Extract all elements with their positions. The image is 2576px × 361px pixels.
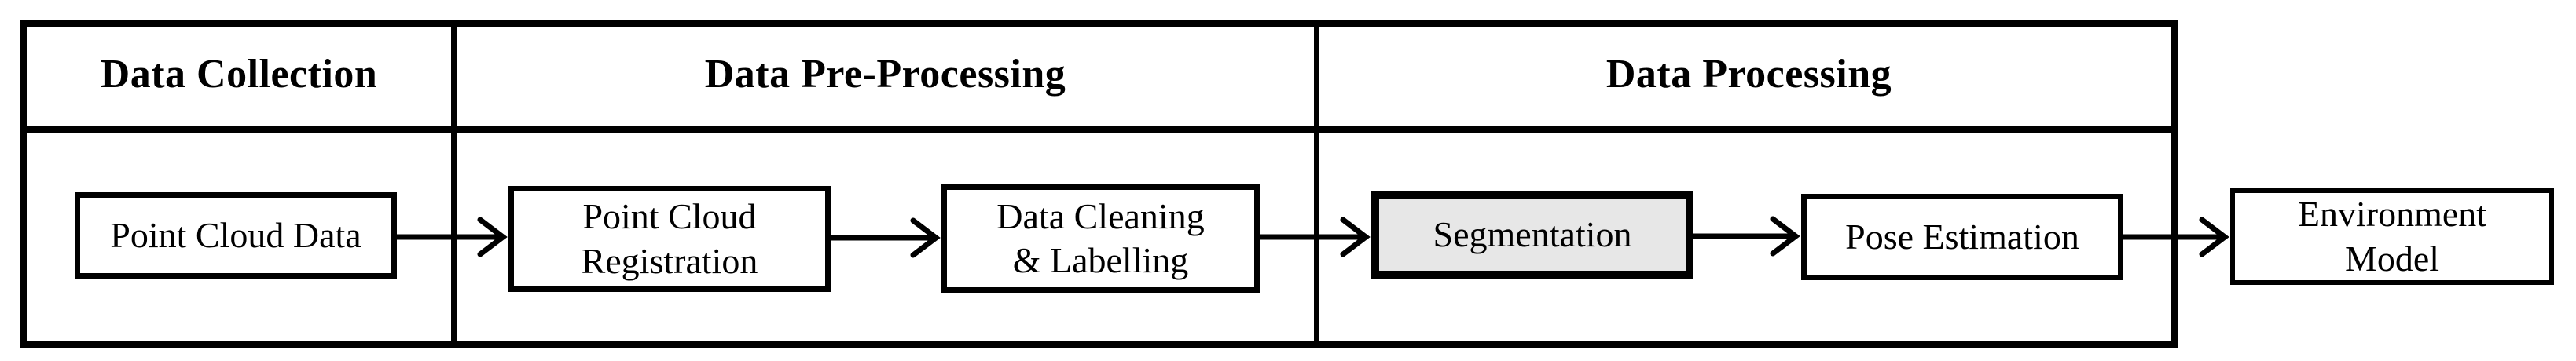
- node-segmentation: Segmentation: [1371, 191, 1693, 279]
- lane-header-data-processing: Data Processing: [1605, 52, 1892, 97]
- header-separator-line: [20, 126, 2178, 133]
- node-environment-model: Environment Model: [2230, 188, 2554, 285]
- node-label-line: Model: [2344, 238, 2440, 279]
- node-label-line: Pose Estimation: [1845, 216, 2079, 257]
- node-label-line: Point Cloud Data: [110, 214, 361, 255]
- node-label-line: Point Cloud: [582, 196, 757, 237]
- node-point-cloud-registration: Point Cloud Registration: [508, 186, 831, 292]
- lane-divider-preprocessing-processing: [1314, 20, 1319, 348]
- node-label-line: Segmentation: [1433, 213, 1632, 254]
- node-label-line: & Labelling: [1012, 240, 1189, 280]
- lane-header-data-collection: Data Collection: [100, 52, 378, 97]
- lane-header-data-pre-processing: Data Pre-Processing: [704, 52, 1066, 97]
- node-data-cleaning-labelling: Data Cleaning & Labelling: [941, 184, 1260, 293]
- lane-divider-collection-preprocessing: [451, 20, 457, 348]
- node-label-line: Registration: [581, 240, 758, 281]
- node-point-cloud-data: Point Cloud Data: [75, 192, 397, 279]
- node-pose-estimation: Pose Estimation: [1801, 194, 2123, 280]
- lane-table-frame: [20, 20, 2178, 348]
- node-label-line: Data Cleaning: [996, 195, 1205, 236]
- node-label-line: Environment: [2297, 194, 2487, 235]
